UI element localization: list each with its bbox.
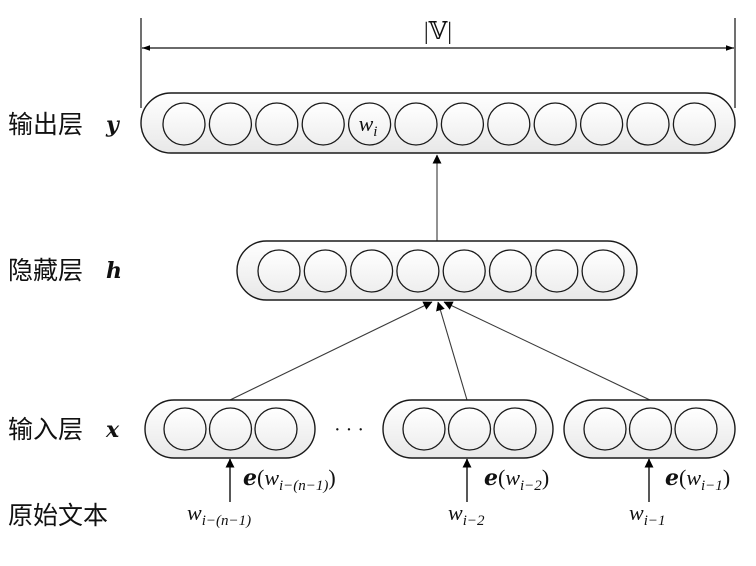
word-label-1: wi−(n−1)	[187, 500, 251, 529]
neuron	[257, 249, 301, 293]
hidden-layer-label: 隐藏层	[8, 256, 83, 285]
neuron	[303, 249, 347, 293]
vocabulary-size-dimension: |𝕍|	[140, 18, 736, 108]
vocabulary-size-label: |𝕍|	[424, 19, 452, 45]
input-group-neurons	[583, 407, 718, 451]
neuron	[672, 102, 717, 146]
input-layer-label: 输入层	[8, 415, 83, 444]
neuron	[208, 102, 253, 146]
neuron	[162, 102, 206, 146]
output-layer: wi	[140, 92, 736, 154]
output-layer-symbol: y	[105, 112, 121, 138]
neuron	[349, 249, 394, 293]
embedding-labels: e(wi−(n−1)) e(wi−2) e(wi−1)	[243, 465, 730, 494]
input-ellipsis: · · ·	[334, 419, 364, 441]
raw-text-label: 原始文本	[8, 501, 108, 530]
hidden-layer-symbol: h	[106, 258, 122, 284]
neuron	[447, 407, 492, 451]
neuron	[493, 407, 537, 451]
neuron	[628, 407, 673, 451]
neuron	[163, 407, 207, 451]
neuron	[579, 102, 624, 146]
neuron	[487, 102, 531, 146]
neuron	[626, 102, 670, 146]
neuron	[533, 102, 577, 146]
neuron	[674, 407, 718, 451]
input-group-3	[563, 399, 736, 459]
word-label-3: wi−1	[629, 500, 665, 529]
input-group-2	[382, 399, 554, 459]
output-neuron-label: wi	[359, 111, 378, 140]
neuron	[488, 249, 533, 293]
neuron	[254, 407, 298, 451]
input-group-2-to-hidden-arrow	[436, 301, 468, 401]
neuron	[394, 102, 438, 146]
neuron	[396, 249, 440, 293]
input-to-hidden-arrows	[229, 301, 651, 401]
hidden-neurons	[257, 249, 625, 293]
input-group-1	[144, 399, 316, 459]
word-label-2: wi−2	[448, 500, 485, 529]
hidden-layer	[236, 240, 638, 301]
embedding-label-1: e(wi−(n−1))	[243, 465, 336, 494]
input-group-3-to-hidden-arrow	[443, 301, 651, 401]
input-layer-symbol: x	[105, 417, 120, 443]
neuron	[440, 102, 485, 146]
embedding-label-3: e(wi−1)	[665, 465, 730, 494]
neuron	[442, 249, 486, 293]
neuron	[583, 407, 627, 451]
neuron	[581, 249, 625, 293]
input-layer: · · ·	[144, 399, 736, 459]
neuron	[301, 102, 345, 146]
embedding-label-2: e(wi−2)	[484, 465, 549, 494]
neuron	[255, 102, 299, 146]
input-group-neurons	[163, 407, 298, 451]
output-neurons	[162, 102, 717, 146]
neuron	[208, 407, 253, 451]
layer-labels: 输出层 y 隐藏层 h 输入层 x 原始文本	[8, 110, 122, 530]
word-to-embedding-arrows	[225, 458, 654, 502]
output-layer-label: 输出层	[8, 110, 83, 139]
word-labels: wi−(n−1) wi−2 wi−1	[187, 500, 665, 529]
input-group-neurons	[402, 407, 537, 451]
neuron	[402, 407, 446, 451]
neuron	[347, 102, 392, 146]
neuron	[535, 249, 579, 293]
input-group-1-to-hidden-arrow	[229, 301, 433, 401]
